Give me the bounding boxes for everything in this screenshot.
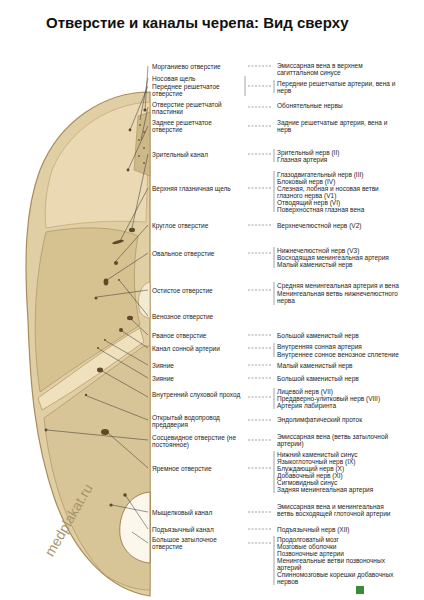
content-name: Нижний каменистый синус [277,451,401,458]
opening-name: Отверстие решетчатой пластинки [152,101,242,115]
opening-name: Зрительный канал [152,151,242,158]
opening-name: Круглое отверстие [152,222,242,229]
content-name: Глазная артерия [277,156,401,163]
content-name: Верхнечелюстной нерв (V2) [277,222,401,229]
content-name: Передние решетчатые артерии, вена и нерв [277,80,401,94]
content-name: Восходящая менингеальная артерия [277,254,401,261]
content-name: Нижнечелюстной нерв (V3) [277,247,401,254]
opening-name: Открытый водопровод преддверия [152,414,242,428]
content-name: Слезная, лобная и носовая ветви глазного… [277,185,401,199]
content-name: Менингеальные ветви позвоночных артерий [277,557,401,571]
content-name: Добавочный нерв (XI) [277,472,401,479]
content-name: Малый каменистый нерв [277,261,401,268]
cribriform-holes [138,124,145,164]
opening-name: Заднее решетчатое отверстие [152,119,242,133]
content-name: Средняя менингеальная артерия и вена [277,282,401,289]
content-name: Преддверно-улитковый нерв (VIII) [277,395,401,402]
opening-name: Верхняя глазничная щель [152,185,242,192]
content-name: Сигмовидный синус [277,479,401,486]
content-name: Артерия лабиринта [277,402,401,409]
opening-name: Венозное отверстие [152,313,242,320]
content-name: Внутреннее сонное венозное сплетение [277,351,401,358]
content-name: Обонятельные нервы [277,102,401,109]
leader-lines [47,66,148,543]
opening-name: Внутренний слуховой проход [152,391,242,398]
opening-name: Большое затылочное отверстие [152,536,242,550]
opening-name: Овальное отверстие [152,250,242,257]
opening-name: Морганиево отверстие [152,63,242,70]
sella-turcica [138,282,150,318]
opening-name: Сосцевидное отверстие (не постоянное) [152,434,242,448]
opening-name: Зияние [152,362,242,369]
content-name: Блуждающий нерв (X) [277,465,401,472]
foramen-magnum [120,492,150,563]
content-name: Поверхностная глазная вена [277,206,401,213]
opening-name: Мыщелковый канал [152,509,242,516]
content-name: Подъязычный нерв (XII) [277,526,401,533]
brackets [245,76,274,585]
content-name: Малый каменистый нерв [277,362,401,369]
content-name: Менингеальная ветвь нижнечелюстного нерв… [277,290,401,304]
opening-name: Канал сонной артерии [152,345,242,352]
content-name: Большой каменистый нерв [277,375,401,382]
content-name: Блоковый нерв (IV) [277,178,401,185]
skull-outline [26,92,150,596]
content-name: Зрительный нерв (II) [277,149,401,156]
content-name: Глазодвигательный нерв (III) [277,171,401,178]
content-name: Языкоглоточный нерв (IX) [277,458,401,465]
opening-name: Зияние [152,375,242,382]
content-name: Эмиссарная вена и менингеальная ветвь во… [277,503,401,517]
content-name: Отводящий нерв (VI) [277,199,401,206]
opening-name: Носовая щель [152,75,242,82]
content-name: Задняя менингеальная артерия [277,486,401,493]
content-name: Продолговатый мозг [277,536,401,543]
content-name: Эмиссарная вена в верхнем сагиттальном с… [277,62,401,76]
foramina [45,108,147,506]
anterior-fossa [45,102,150,228]
posterior-fossa [44,346,150,590]
opening-name: Остистое отверстие [152,287,242,294]
dash-links [248,66,272,543]
content-name: Лицевой нерв (VII) [277,388,401,395]
content-name: Мозговые оболочки [277,543,401,550]
opening-name: Рваное отверстие [152,332,242,339]
opening-name: Подъязычный канал [152,526,242,533]
content-name: Спинномозговые корешки добавочных нервов [277,571,401,585]
content-name: Эндолимфатический проток [277,416,401,423]
poster-title: Отверстие и каналы черепа: Вид сверху [46,14,349,31]
cribriform-plate [134,112,150,176]
logo-mark [356,586,364,594]
content-name: Внутренняя сонная артерия [277,343,401,350]
content-name: Задние решетчатые артерия, вена и нерв [277,119,401,133]
content-name: Позвоночные артерии [277,550,401,557]
content-name: Эмиссарная вена (ветвь затылочной артери… [277,433,401,447]
opening-name: Яремное отверстие [152,465,242,472]
content-name: Большой каменистый нерв [277,332,401,339]
opening-name: Переднее решетчатое отверстие [152,83,230,97]
